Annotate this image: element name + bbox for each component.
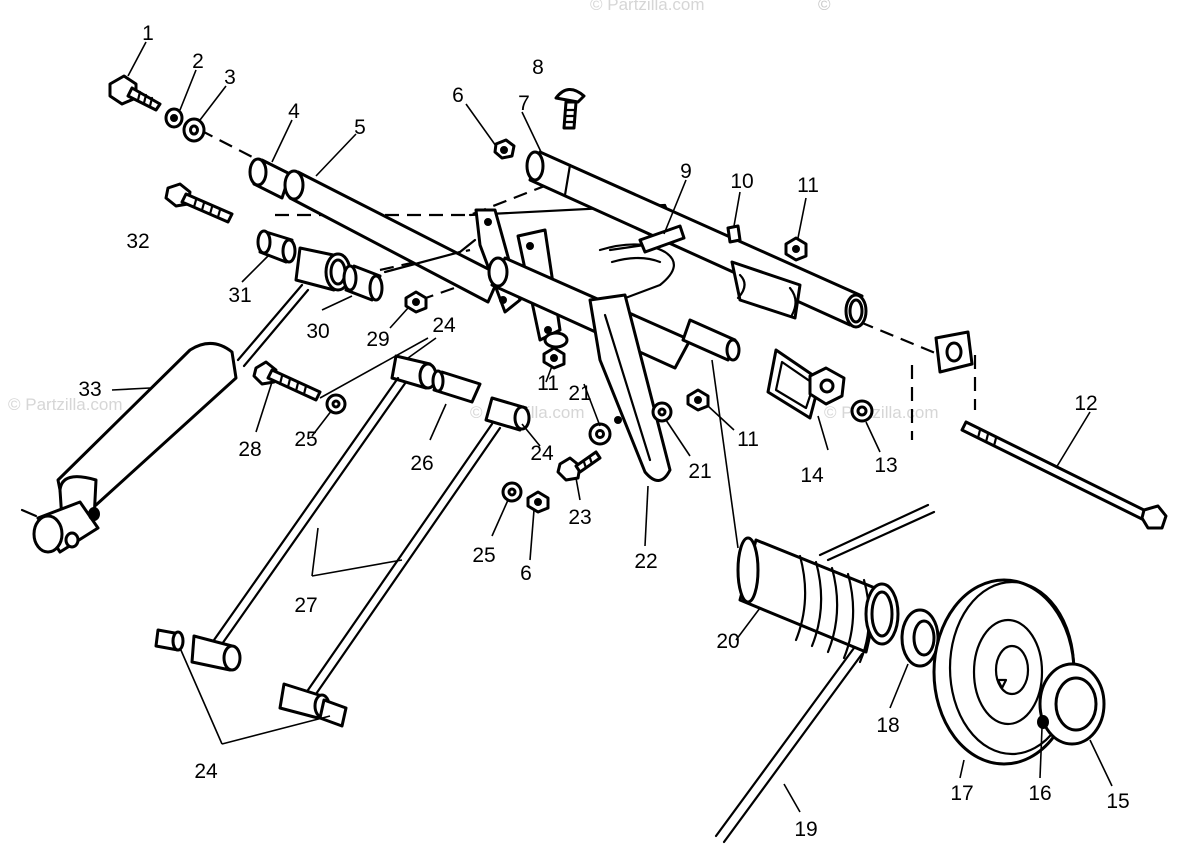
callout-4: 4 [288,100,300,123]
callout-8: 8 [532,56,544,79]
nut-6-lower [526,490,550,514]
washer-25-lower [501,481,523,503]
callout-17: 17 [950,782,973,805]
bushing-30 [342,264,384,302]
callout-18: 18 [876,714,899,737]
upper-axis-line [199,129,263,163]
nut-11-upper [784,236,808,262]
shock-absorber-33 [20,246,352,554]
bushing-31 [256,229,297,264]
callout-30: 30 [306,320,329,343]
insert-10 [726,224,742,244]
callout-9: 9 [680,160,692,183]
bracket-plate-14 [766,348,846,420]
callout-26: 26 [410,452,433,475]
frame-cut-section [730,260,802,320]
callout-11-right: 11 [737,428,759,451]
link-27-right [278,396,531,728]
callout-25-lower: 25 [472,544,495,567]
callout-3: 3 [224,66,236,89]
callout-29: 29 [366,328,389,351]
hub-15 [1038,662,1106,746]
spring-clip-9 [598,224,686,302]
washer-18 [900,608,940,668]
callout-13: 13 [874,454,897,477]
nut-11-center [542,346,566,370]
washer-11-center [543,331,569,349]
callout-11-top: 11 [797,174,819,197]
callout-19: 19 [794,818,817,841]
rear-clip [934,330,974,374]
callout-2: 2 [192,50,204,73]
callout-14: 14 [800,464,824,487]
callout-33: 33 [78,378,101,401]
callout-6-top: 6 [452,84,464,107]
washer-21-b [651,401,673,423]
callout-23: 23 [568,506,591,529]
long-bolt-12 [960,420,1168,530]
link-27-left [190,354,438,672]
callout-6-lower: 6 [520,562,532,585]
callout-32: 32 [126,230,149,253]
set-screw-16 [1037,715,1049,729]
callout-24-mid: 24 [530,442,554,465]
callout-10: 10 [730,170,753,193]
callout-labels: 1 2 3 4 5 6 7 8 9 10 11 12 13 14 15 16 1… [78,22,1129,841]
leader-lines [111,41,1113,813]
bushing-24-small [154,628,185,652]
washer-13 [850,399,874,423]
callout-21-left: 21 [568,382,591,405]
washer-25-upper [325,393,347,415]
bushing-26 [431,369,482,404]
callout-24-bottom: 24 [194,760,218,783]
callout-24-top: 24 [432,314,456,337]
upper-shaft-5 [283,169,502,304]
bolt-28 [252,360,322,402]
nut-29 [404,290,428,314]
copyright-mark: © [818,0,831,14]
watermark-right: © Partzilla.com [824,403,939,422]
callout-28: 28 [238,438,261,461]
lock-washer-2 [164,107,184,129]
watermark-left: © Partzilla.com [8,395,123,414]
rear-axis-line [859,320,941,357]
rear-leg-22 [588,293,672,482]
watermark-top: © Partzilla.com [590,0,705,14]
callout-12: 12 [1074,392,1097,415]
callout-21-right: 21 [688,460,711,483]
frame-side [383,238,477,274]
nut-6-top [493,138,516,160]
spacer-4 [248,157,292,200]
bolt-32 [164,182,234,224]
callout-15: 15 [1106,790,1129,813]
callout-25-upper: 25 [294,428,317,451]
bolt-1 [108,74,162,112]
callout-31: 31 [228,284,251,307]
spring-20 [714,503,936,844]
washer-3 [182,117,206,143]
callout-7: 7 [518,92,530,115]
callout-1: 1 [142,22,154,45]
callout-5: 5 [354,116,366,139]
bolt-23 [556,450,602,482]
callout-27: 27 [294,594,317,617]
bracket-dash-line [910,355,977,440]
nut-11-right [686,388,710,412]
callout-22: 22 [634,550,657,573]
callout-16: 16 [1028,782,1051,805]
carriage-bolt-8 [554,88,586,130]
callout-20: 20 [716,630,739,653]
washer-21-a [588,422,612,446]
callout-11-center: 11 [537,372,559,395]
